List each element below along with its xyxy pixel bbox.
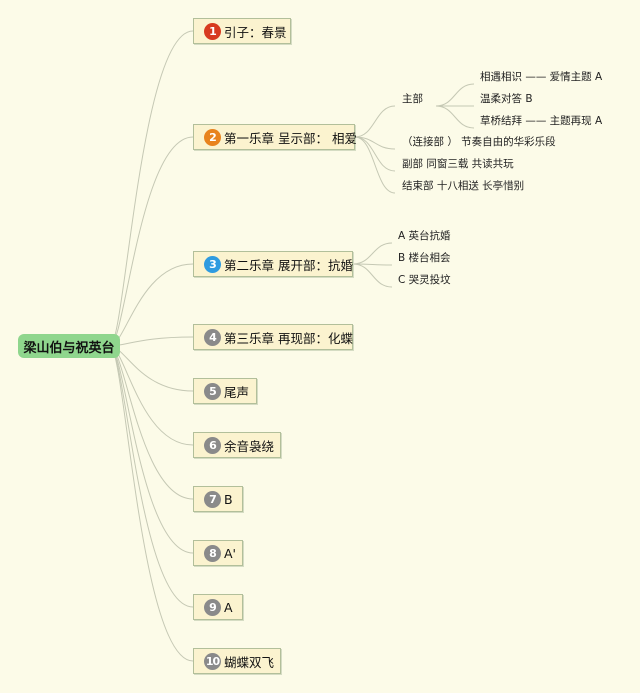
subtopic-0[interactable]: 主部 xyxy=(402,93,423,105)
topic-label: B xyxy=(224,491,233,507)
number-badge: 8 xyxy=(204,544,221,562)
root-link-7 xyxy=(109,345,194,500)
number-badge: 9 xyxy=(204,598,221,616)
root-link-2 xyxy=(109,136,194,347)
topic-label: A xyxy=(224,599,233,615)
link-sub1 xyxy=(435,83,475,107)
root-node[interactable]: 梁山伯与祝英台 xyxy=(18,334,120,358)
topic-label: 蝴蝶双飞 xyxy=(224,654,275,670)
number-badge: 3 xyxy=(204,255,221,273)
number-badge: 6 xyxy=(204,436,221,454)
link-sub3 xyxy=(435,105,475,129)
topic-label: A' xyxy=(224,545,236,561)
subtopic-6[interactable]: 结束部 十八相送 长亭惜别 xyxy=(402,180,525,192)
number-badge: 1 xyxy=(204,22,221,40)
root-link-9 xyxy=(109,345,194,608)
subtopic-5[interactable]: 副部 同窗三载 共读共玩 xyxy=(402,158,514,170)
number-badge: 10 xyxy=(204,652,221,670)
topic-label: 第一乐章 呈示部： 相爱 xyxy=(224,130,357,146)
subtopic-7[interactable]: A 英台抗婚 xyxy=(398,230,451,242)
number-badge: 7 xyxy=(204,490,221,508)
root-link-1 xyxy=(109,30,194,347)
subtopic-3[interactable]: 草桥结拜 —— 主题再现 A xyxy=(480,115,603,127)
subtopic-9[interactable]: C 哭灵投坟 xyxy=(398,274,451,286)
number-badge: 5 xyxy=(204,382,221,400)
topic-label: 余音袅绕 xyxy=(224,438,275,454)
root-label: 梁山伯与祝英台 xyxy=(23,340,115,356)
root-link-3 xyxy=(109,263,194,347)
number-badge: 2 xyxy=(204,128,221,146)
link-end xyxy=(354,136,396,194)
link-c xyxy=(352,263,393,288)
link-a xyxy=(352,242,393,265)
root-link-5 xyxy=(109,345,194,392)
topic-label: 第三乐章 再现部：化蝶 xyxy=(224,330,353,346)
topic-label: 引子：春景 xyxy=(224,24,287,40)
number-badge: 4 xyxy=(204,328,221,346)
topic-label: 尾声 xyxy=(224,384,250,400)
root-link-4 xyxy=(109,336,194,347)
root-link-8 xyxy=(109,345,194,554)
topic-label: 第二乐章 展开部：抗婚 xyxy=(224,257,353,273)
root-link-6 xyxy=(109,345,194,446)
subtopic-2[interactable]: 温柔对答 B xyxy=(480,93,533,105)
link-main xyxy=(354,105,396,138)
subtopic-4[interactable]: （连接部 ） 节奏自由的华彩乐段 xyxy=(402,136,556,148)
subtopic-8[interactable]: B 楼台相会 xyxy=(398,252,451,264)
subtopic-1[interactable]: 相遇相识 —— 爱情主题 A xyxy=(480,71,603,83)
root-link-10 xyxy=(109,345,194,662)
